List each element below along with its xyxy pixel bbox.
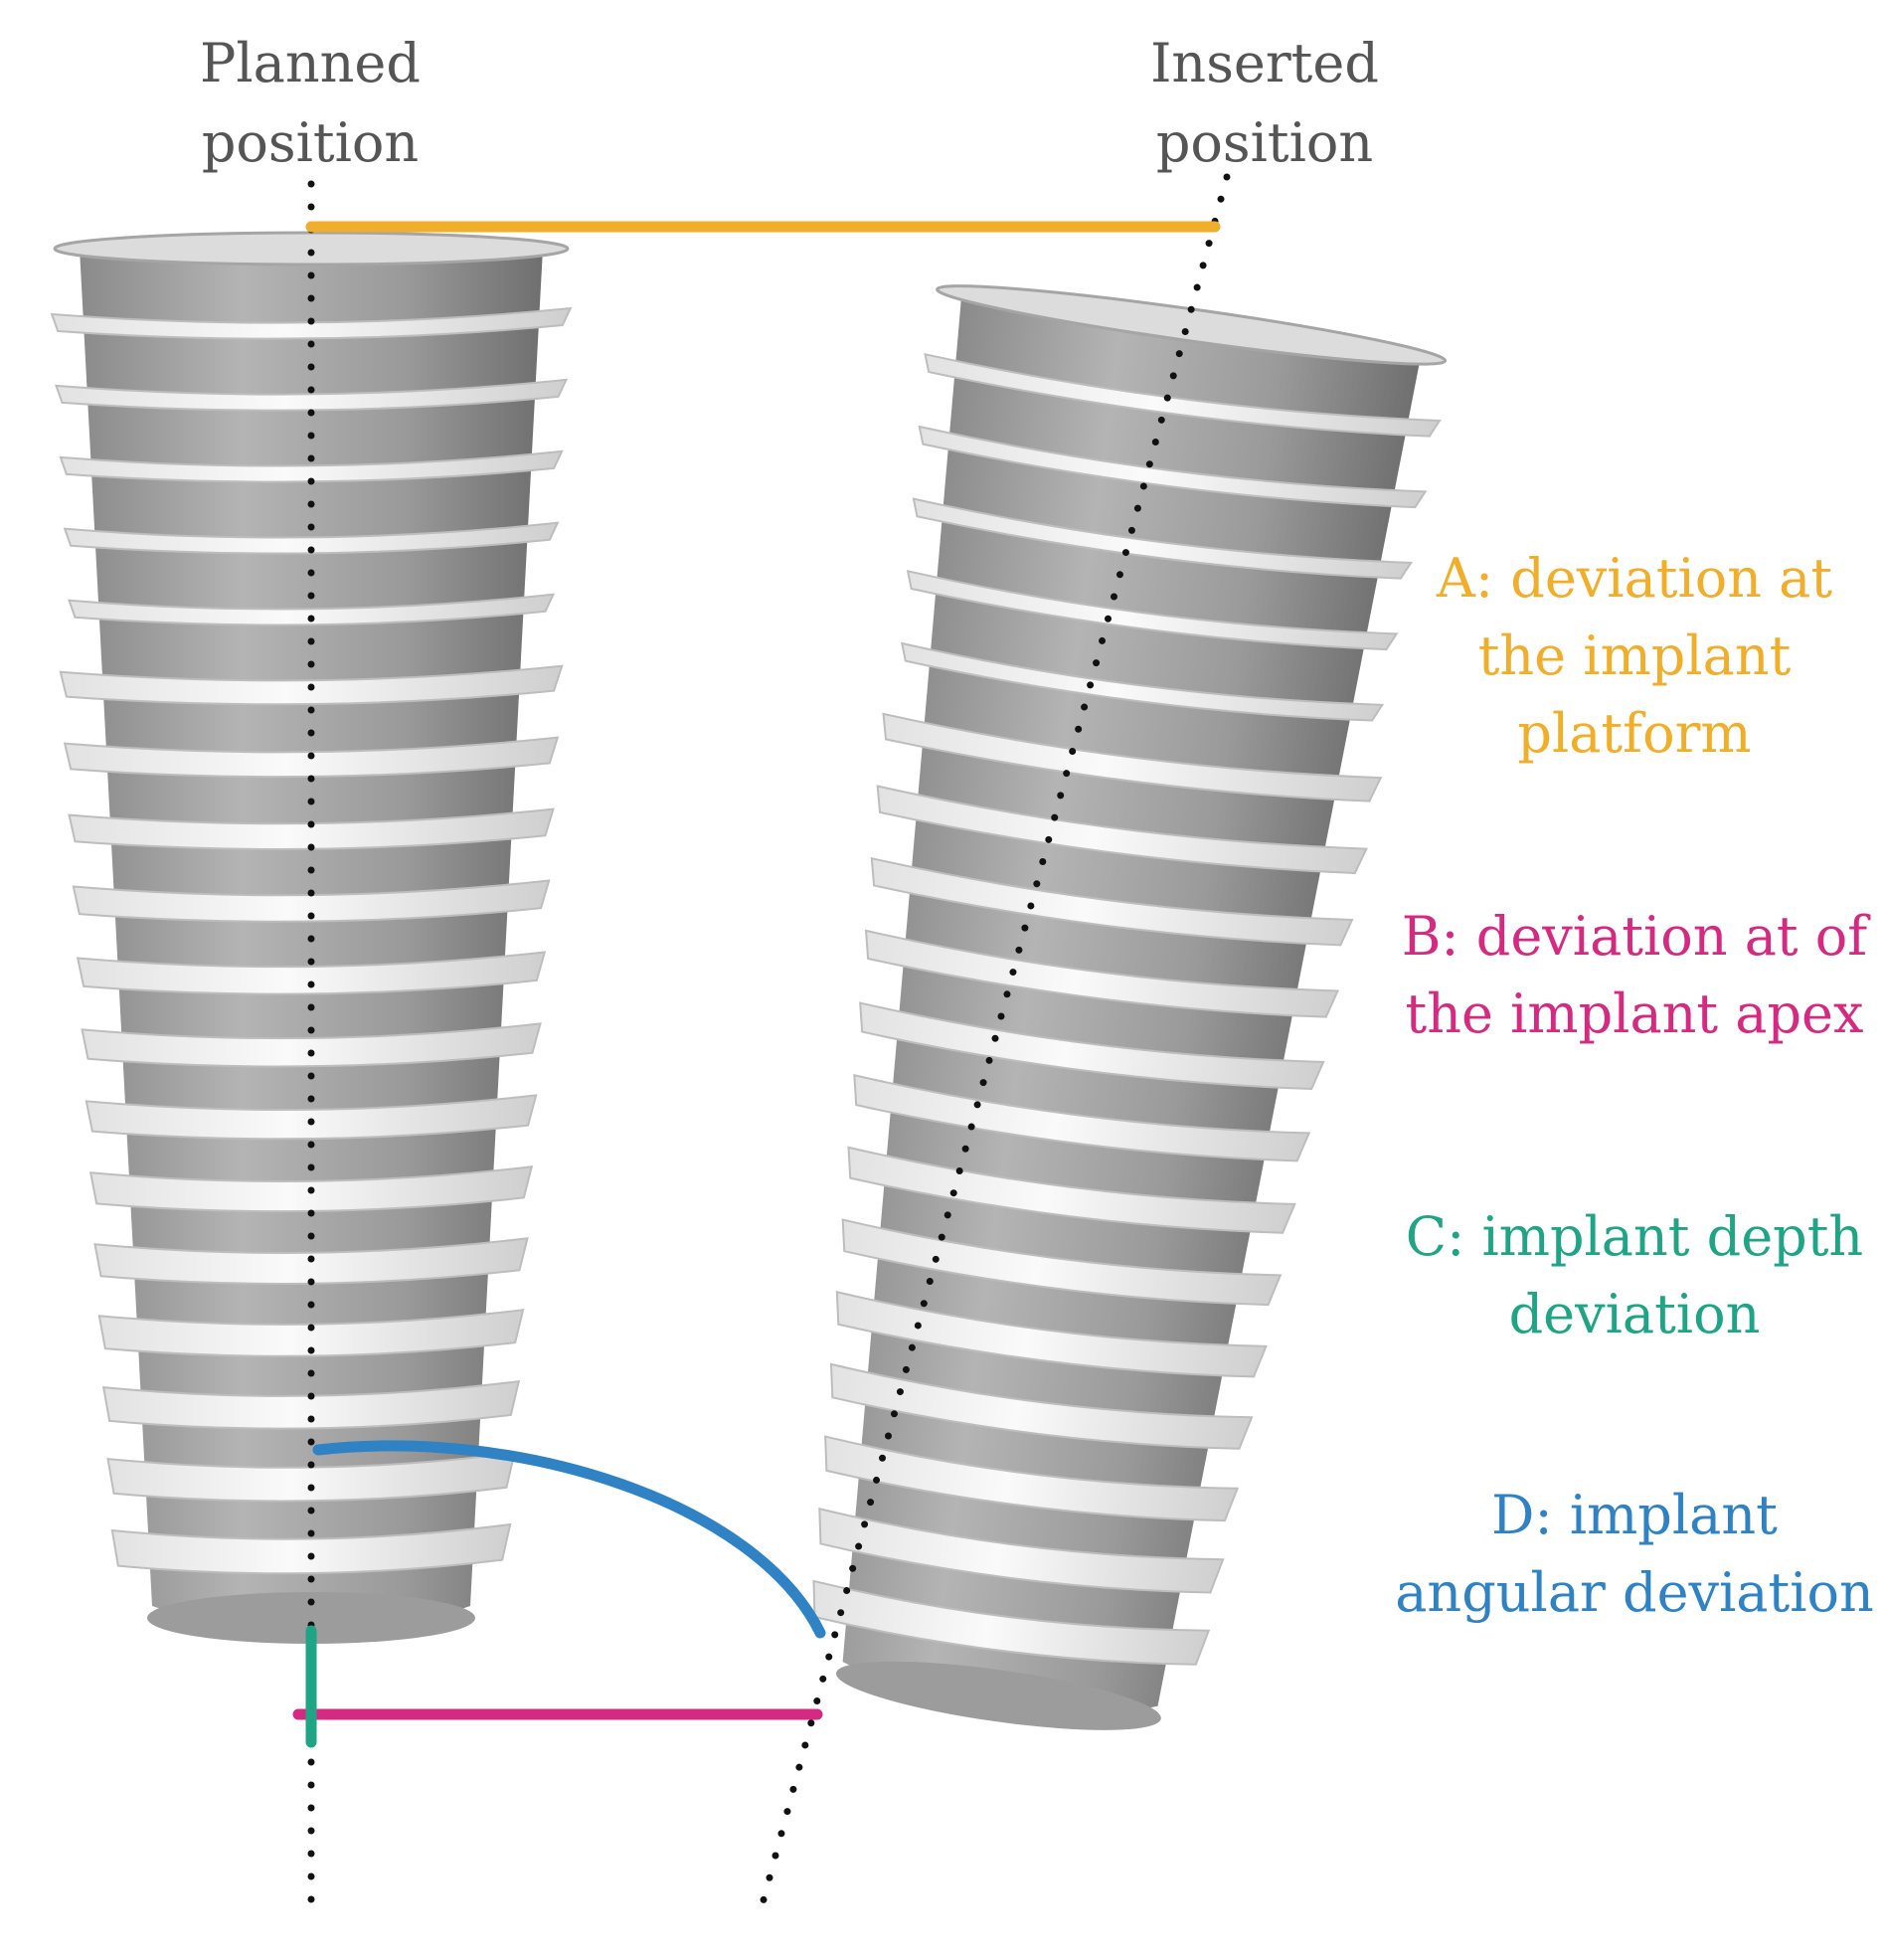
legend-b-line2: the implant apex xyxy=(1406,982,1864,1045)
inserted-implant-thread xyxy=(870,856,1354,947)
planned-implant-thread xyxy=(55,378,569,412)
inserted-implant-thread xyxy=(847,1146,1296,1234)
inserted-implant-apex xyxy=(835,1661,1161,1730)
inserted-implant-body xyxy=(842,292,1421,1716)
planned-implant-thread xyxy=(68,593,556,626)
legend-c-line1: C: implant depth xyxy=(1406,1205,1863,1268)
inserted-implant-thread xyxy=(924,352,1442,438)
planned-implant-thread xyxy=(59,449,564,483)
legend-a: A: deviation at the implant platform xyxy=(1436,547,1832,765)
legend-a-line2: the implant xyxy=(1478,624,1792,687)
legend-d-line1: D: implant xyxy=(1491,1484,1778,1546)
legend-a-line3: platform xyxy=(1517,702,1751,765)
inserted-position-label-line1: Inserted xyxy=(1150,32,1379,94)
inserted-implant-thread xyxy=(906,570,1399,651)
planned-implant-thread xyxy=(81,1022,542,1068)
inserted-implant-thread xyxy=(900,641,1385,722)
planned-implant-thread xyxy=(72,879,551,923)
inserted-implant-thread xyxy=(859,1001,1325,1091)
deviation-d-angular-arc xyxy=(312,1440,826,1639)
inserted-axis-line xyxy=(758,173,1231,1911)
inserted-implant-thread xyxy=(829,1362,1254,1450)
inserted-implant-thread xyxy=(864,929,1340,1018)
legend-b-line1: B: deviation at of xyxy=(1402,905,1872,968)
planned-implant-thread xyxy=(101,1379,521,1430)
planned-implant-platform xyxy=(53,231,570,267)
inserted-implant-thread xyxy=(918,425,1428,509)
planned-implant-thread xyxy=(63,521,560,555)
inserted-implant-thread xyxy=(876,785,1368,875)
planned-implant-thread xyxy=(76,951,547,995)
planned-implant-thread xyxy=(68,807,555,850)
inserted-implant-thread xyxy=(853,1073,1311,1162)
planned-position-label-line2: position xyxy=(202,111,419,174)
planned-position-label-line1: Planned xyxy=(200,32,421,94)
planned-implant-apex xyxy=(147,1592,475,1644)
inserted-implant-thread xyxy=(818,1507,1225,1594)
planned-implant-thread xyxy=(110,1522,512,1575)
legend-d: D: implant angular deviation xyxy=(1395,1484,1874,1624)
planned-implant-thread xyxy=(106,1451,516,1503)
legend-c: C: implant depth deviation xyxy=(1406,1205,1863,1345)
inserted-implant-icon xyxy=(812,284,1448,1730)
inserted-position-label-line2: position xyxy=(1156,111,1373,174)
inserted-implant-thread xyxy=(841,1218,1283,1307)
inserted-implant-thread xyxy=(824,1435,1240,1522)
planned-implant-thread xyxy=(97,1309,525,1357)
legend-d-line2: angular deviation xyxy=(1395,1561,1874,1624)
inserted-implant-thread xyxy=(835,1290,1268,1378)
legend-c-line2: deviation xyxy=(1509,1283,1761,1345)
inserted-implant-thread xyxy=(912,497,1413,580)
planned-implant-thread xyxy=(85,1094,538,1141)
inserted-implant-thread xyxy=(812,1579,1211,1666)
legend-b: B: deviation at of the implant apex xyxy=(1402,905,1872,1045)
legend-a-line1: A: deviation at xyxy=(1436,547,1832,610)
inserted-implant-thread xyxy=(882,712,1383,802)
